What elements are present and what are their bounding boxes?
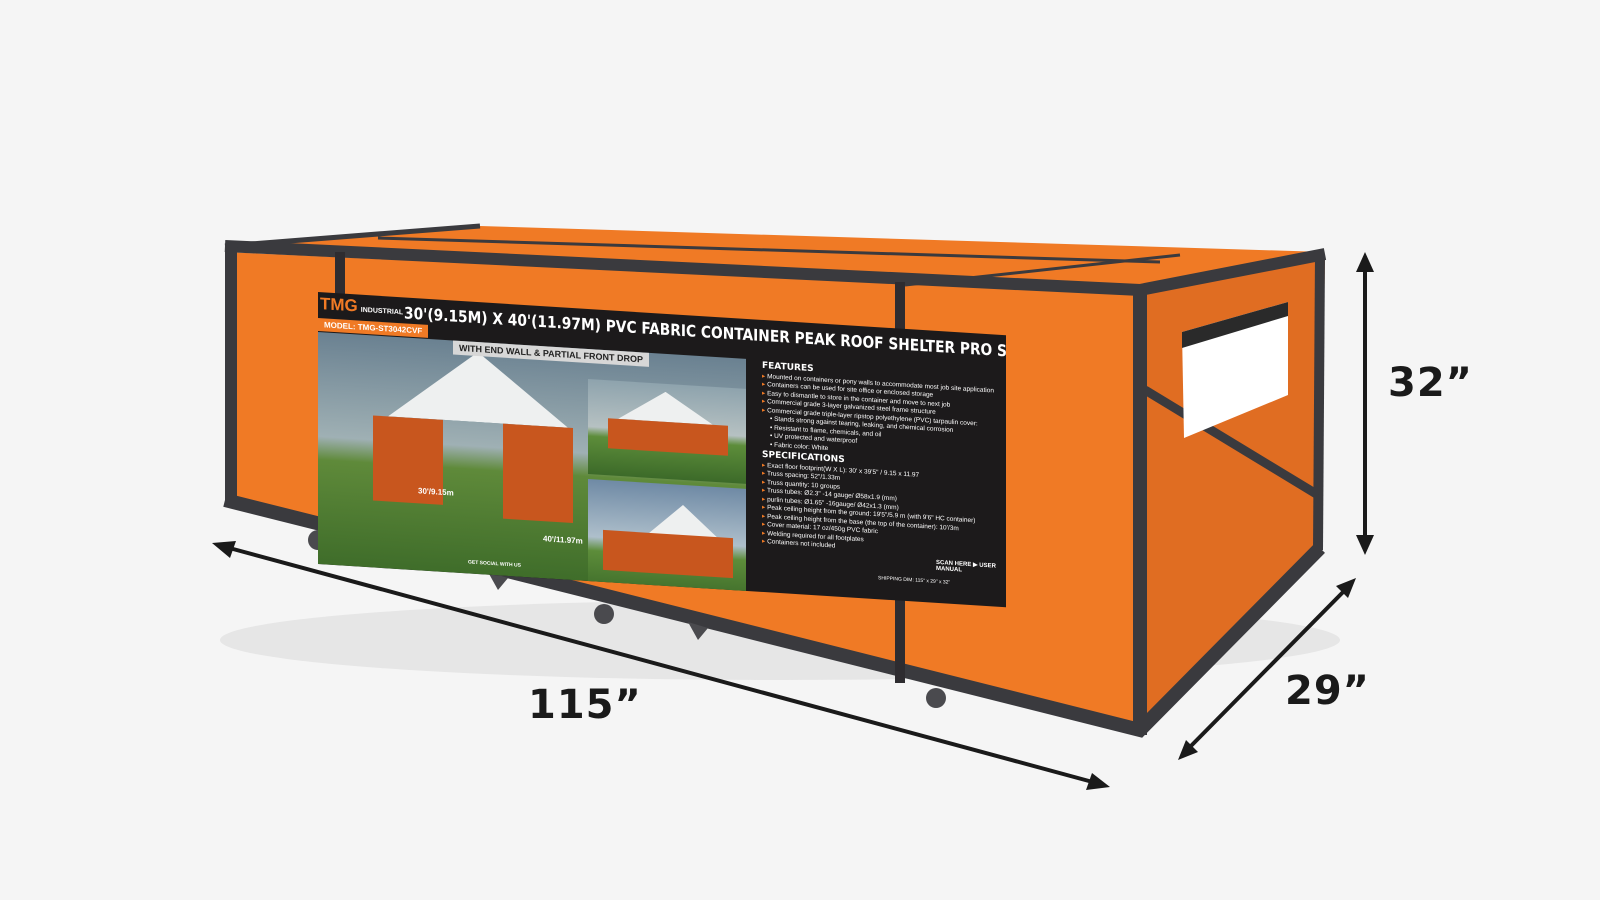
height-dimension: 32” [1388,360,1473,406]
features-specs: FEATURES Mounted on containers or pony w… [762,360,1002,562]
scan-qr-text: SCAN HERE ▶ USER MANUAL [936,559,996,574]
shipping-info: SHIPPING DIM: 115" x 29" x 32" [878,575,951,586]
product-photo: 30'/9.15m 40'/11.97m [318,332,746,604]
length-dimension: 115” [528,682,642,728]
dimension-arrows [212,252,1374,790]
depth-dimension: 29” [1285,668,1370,714]
